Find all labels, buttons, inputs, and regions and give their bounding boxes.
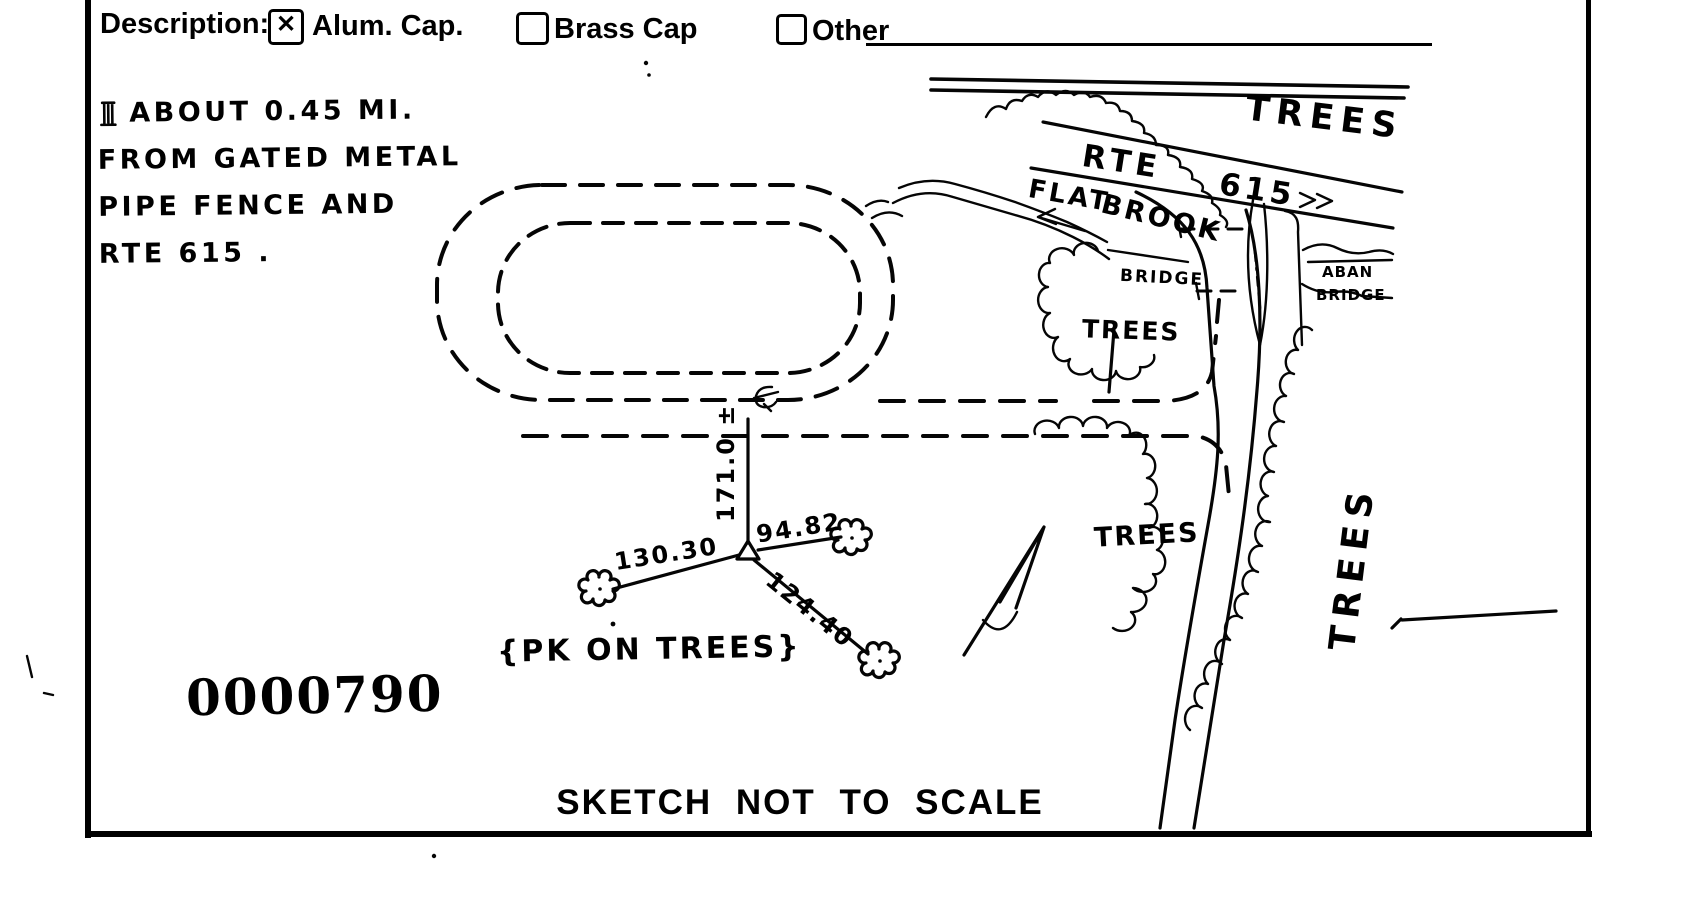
stray-marks [25,60,651,859]
loop-road [435,183,895,402]
other-fill-in-line [866,43,1432,46]
rte-615-road [1029,120,1404,230]
sketch-not-to-scale-caption: SKETCH NOT TO SCALE [556,783,1044,822]
tie-line-upper-right [756,535,843,552]
brass-cap-checkbox [516,12,549,45]
alum-cap-checkbox: ✕ [268,9,304,45]
monument-triangle-icon [735,539,761,561]
east-brook [1300,243,1395,300]
form-border-right [1586,0,1591,837]
fence-line-east [1390,609,1558,630]
tree-cloud-south [1033,415,1167,633]
route-south-bend [1107,190,1304,830]
other-label: Other [812,15,890,47]
route-direction-arrow-icon [1298,191,1334,210]
trees-label-mid: TREES [1081,314,1181,347]
location-note: ABOUT 0.45 MI. FROM GATED METAL PIPE FEN… [97,86,463,278]
brass-cap-label: Brass Cap [554,13,698,45]
monument-symbol-icon [100,100,117,126]
centerline-distance-label: 171.0 ± [712,403,740,522]
form-border-bottom [85,831,1592,837]
tree-cloud-mid [1036,241,1156,382]
trees-label-south: TREES [1093,517,1201,554]
aban-bridge-label-line2: BRIDGE [1316,286,1386,304]
alum-cap-label: Alum. Cap. [312,10,464,42]
north-arrow-icon [962,525,1046,657]
checkbox-check-icon: ✕ [275,10,297,38]
bridge-deck [1176,219,1248,301]
centerline-symbol-icon [752,385,780,413]
brook-flow-arrow-icon [1036,207,1087,233]
survey-tie-lines [577,385,901,680]
pk-on-trees-note: {PK ON TREES} [496,629,802,670]
treeline-east [1183,325,1314,732]
aban-bridge-label-line1: ABAN [1322,263,1374,281]
top-boundary-road [929,77,1410,100]
tie-line-lower-right [752,558,870,656]
form-border-left [85,0,91,838]
stamp-serial-number: 0000790 [185,663,445,728]
description-label: Description: [100,8,270,40]
tie-line-left [611,553,741,591]
other-checkbox [776,14,807,45]
treeline-top [984,89,1229,229]
